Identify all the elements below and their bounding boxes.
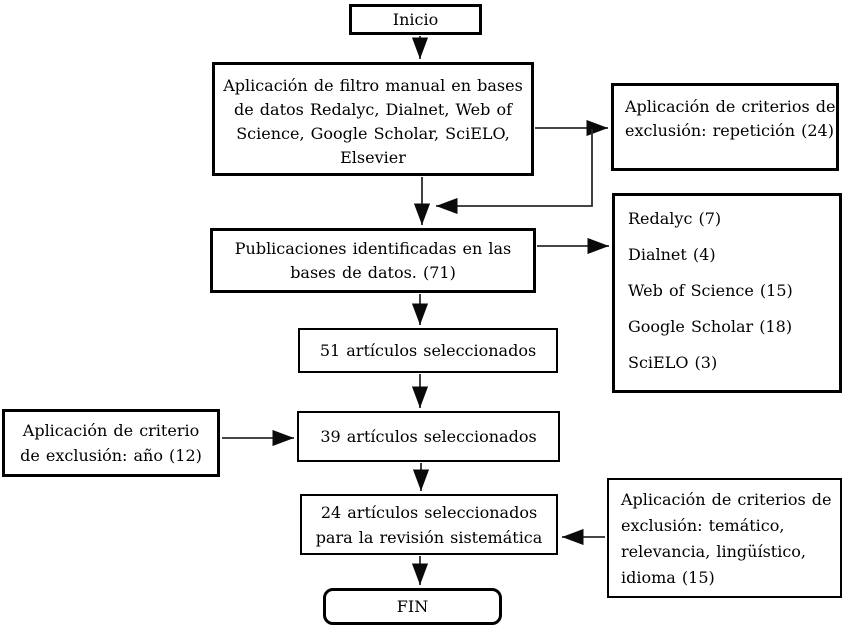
node-24-articulos: 24 artículos seleccionados para la revis… [300, 494, 558, 555]
node-exclusion-repeticion: Aplicación de criterios de exclusión: re… [611, 83, 839, 171]
node-filtro-line: Science, Google Scholar, SciELO, [236, 123, 510, 143]
node-fin-label: FIN [396, 596, 429, 616]
node-publicaciones-line: bases de datos. (71) [290, 262, 456, 282]
node-inicio: Inicio [349, 4, 482, 35]
node-51-articulos-label: 51 artículos seleccionados [319, 340, 537, 360]
database-count-item: Redalyc (7) [628, 209, 722, 228]
node-filtro-line: Elsevier [340, 147, 406, 167]
node-filtro-line: de datos Redalyc, Dialnet, Web of [234, 99, 512, 119]
node-exclusion-anio: Aplicación de criterio de exclusión: año… [2, 409, 220, 477]
database-count-item: Web of Science (15) [628, 281, 793, 300]
node-filtro-line: Aplicación de filtro manual en bases [223, 75, 523, 95]
node-exclusion-tematico-line: exclusión: temático, [621, 516, 785, 535]
node-24-articulos-line: para la revisión sistemática [315, 527, 543, 547]
node-exclusion-anio-line: Aplicación de criterio [22, 421, 200, 440]
node-exclusion-tematico-line: idioma (15) [621, 568, 715, 587]
node-exclusion-anio-line: de exclusión: año (12) [20, 446, 202, 465]
node-51-articulos: 51 artículos seleccionados [298, 328, 558, 373]
node-exclusion-repeticion-line: exclusión: repetición (24) [625, 121, 834, 140]
node-39-articulos: 39 artículos seleccionados [297, 411, 560, 462]
node-publicaciones-line: Publicaciones identificadas en las [234, 238, 512, 258]
node-24-articulos-line: 24 artículos seleccionados [320, 502, 538, 522]
node-exclusion-tematico: Aplicación de criterios de exclusión: te… [607, 478, 842, 598]
node-fin: FIN [323, 588, 502, 625]
node-database-counts: Redalyc (7) Dialnet (4) Web of Science (… [612, 193, 842, 393]
database-count-item: Google Scholar (18) [628, 317, 793, 336]
node-exclusion-repeticion-line: Aplicación de criterios de [625, 97, 836, 116]
node-exclusion-tematico-line: relevancia, lingüístico, [621, 542, 807, 561]
node-exclusion-tematico-line: Aplicación de criterios de [621, 490, 832, 509]
node-filtro-manual: Aplicación de filtro manual en bases de … [212, 62, 534, 176]
node-39-articulos-label: 39 artículos seleccionados [320, 426, 537, 446]
node-inicio-label: Inicio [392, 9, 439, 29]
database-count-item: Dialnet (4) [628, 245, 716, 264]
database-count-item: SciELO (3) [628, 353, 718, 372]
node-publicaciones-identificadas: Publicaciones identificadas en las bases… [210, 228, 536, 293]
